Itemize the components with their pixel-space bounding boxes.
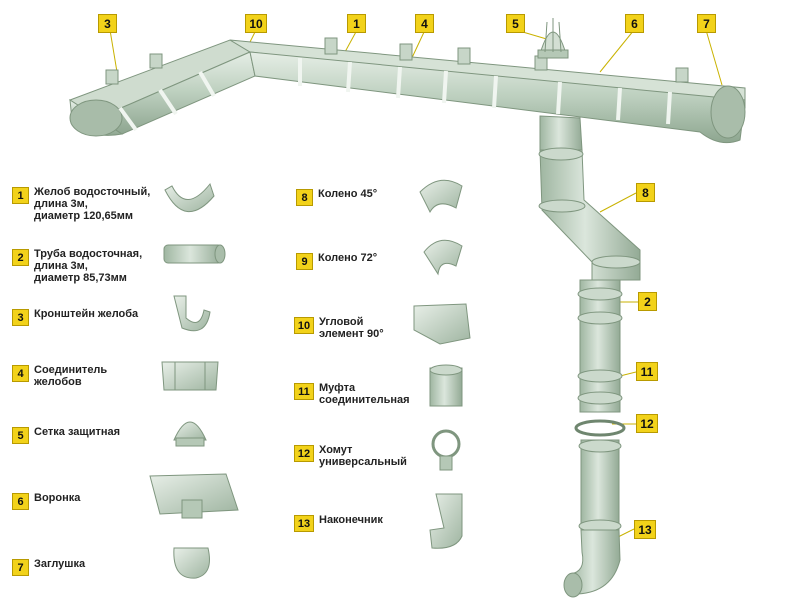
legend-label: Муфта соединительная (319, 382, 410, 406)
legend-badge: 7 (12, 559, 29, 576)
callout-8: 8 (636, 183, 655, 202)
gutter-main (229, 37, 746, 144)
part-thumb-bracket (173, 295, 211, 332)
part-thumb-elbow-45 (419, 179, 463, 214)
legend-badge: 9 (296, 253, 313, 270)
part-thumb-clamp (431, 429, 461, 471)
callout-1: 1 (347, 14, 366, 33)
legend-badge: 12 (294, 445, 314, 462)
legend-item-7: 7 Заглушка (12, 558, 85, 576)
callout-7: 7 (697, 14, 716, 33)
legend-label: Соединитель желобов (34, 364, 108, 388)
legend-item-4: 4 Соединитель желобов (12, 364, 107, 388)
legend-label: Сетка защитная (34, 426, 121, 438)
legend-badge: 5 (12, 427, 29, 444)
legend-badge: 6 (12, 493, 29, 510)
callout-6: 6 (625, 14, 644, 33)
legend-item-3: 3 Кронштейн желоба (12, 308, 138, 326)
legend-badge: 3 (12, 309, 29, 326)
legend-badge: 4 (12, 365, 29, 382)
part-thumb-mesh (173, 421, 207, 447)
part-thumb-corner-90 (413, 303, 471, 345)
legend-label: Труба водосточная, длина 3м, диаметр 85,… (34, 248, 143, 284)
legend-label: Колено 45° (318, 188, 378, 200)
legend-badge: 10 (294, 317, 314, 334)
callout-13: 13 (634, 520, 656, 539)
gutter-left (68, 39, 256, 137)
callout-2: 2 (638, 292, 657, 311)
legend-label: Хомут универсальный (319, 444, 407, 468)
legend-item-12: 12 Хомут универсальный (294, 444, 407, 468)
legend-item-13: 13 Наконечник (294, 514, 383, 532)
legend-label: Угловой элемент 90° (319, 316, 384, 340)
part-thumb-end-cap (173, 547, 210, 579)
legend-label: Наконечник (319, 514, 383, 526)
callout-11: 11 (636, 362, 658, 381)
callout-10: 10 (245, 14, 267, 33)
legend-label: Заглушка (34, 558, 86, 570)
legend-item-6: 6 Воронка (12, 492, 80, 510)
legend-item-8: 8 Колено 45° (296, 188, 377, 206)
part-thumb-outlet (429, 493, 463, 549)
protective-mesh (537, 18, 569, 59)
legend-item-5: 5 Сетка защитная (12, 426, 120, 444)
callout-12: 12 (636, 414, 658, 433)
legend-label: Кронштейн желоба (34, 308, 139, 320)
legend-item-1: 1 Желоб водосточный, длина 3м, диаметр 1… (12, 186, 150, 222)
part-thumb-funnel (149, 473, 239, 519)
legend-badge: 1 (12, 187, 29, 204)
legend-badge: 11 (294, 383, 314, 400)
part-thumb-pipe (163, 244, 226, 264)
part-thumb-coupling (429, 364, 463, 407)
part-thumb-gutter (164, 182, 215, 213)
legend-label: Желоб водосточный, длина 3м, диаметр 120… (34, 186, 151, 222)
legend-badge: 8 (296, 189, 313, 206)
part-thumb-connector (161, 361, 219, 391)
legend-item-9: 9 Колено 72° (296, 252, 377, 270)
legend-item-11: 11 Муфта соединительная (294, 382, 410, 406)
legend-badge: 13 (294, 515, 314, 532)
part-thumb-elbow-72 (423, 239, 463, 276)
leader-lines (109, 29, 723, 541)
downpipe (538, 115, 641, 598)
legend-label: Колено 72° (318, 252, 378, 264)
callout-4: 4 (415, 14, 434, 33)
legend-badge: 2 (12, 249, 29, 266)
legend-item-10: 10 Угловой элемент 90° (294, 316, 384, 340)
legend-item-2: 2 Труба водосточная, длина 3м, диаметр 8… (12, 248, 142, 284)
callout-5: 5 (506, 14, 525, 33)
callout-3: 3 (98, 14, 117, 33)
legend-label: Воронка (34, 492, 81, 504)
